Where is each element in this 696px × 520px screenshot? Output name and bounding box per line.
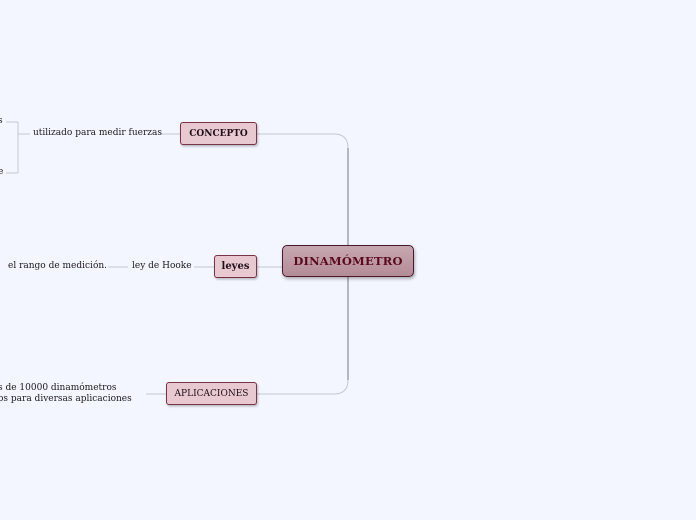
central-topic-label: DINAMÓMETRO [293,254,403,268]
subtopic-concepto-sub-bottom[interactable]: e [0,167,4,177]
subtopic-concepto-definition[interactable]: utilizado para medir fuerzas [33,128,162,138]
subtopic-ley-de-hooke[interactable]: ley de Hooke [132,261,192,271]
connector-central-aplicaciones [257,277,349,395]
topic-leyes[interactable]: leyes [214,255,257,278]
topic-leyes-label: leyes [221,261,250,272]
topic-aplicaciones[interactable]: APLICACIONES [166,382,257,405]
connector-central-concepto [257,133,349,245]
subtopic-rango-de-medicion[interactable]: el rango de medición. [8,261,108,271]
subtopic-aplicaciones-line2[interactable]: os para diversas aplicaciones [0,394,132,404]
topic-concepto[interactable]: CONCEPTO [180,122,257,145]
central-topic-dinamometro[interactable]: DINAMÓMETRO [282,245,414,277]
topic-aplicaciones-label: APLICACIONES [174,388,249,399]
connector-concepto-sub [6,121,30,174]
subtopic-aplicaciones-line1[interactable]: s de 10000 dinamómetros [0,383,117,393]
subtopic-concepto-sub-top[interactable]: s [0,116,3,126]
topic-concepto-label: CONCEPTO [189,128,248,139]
